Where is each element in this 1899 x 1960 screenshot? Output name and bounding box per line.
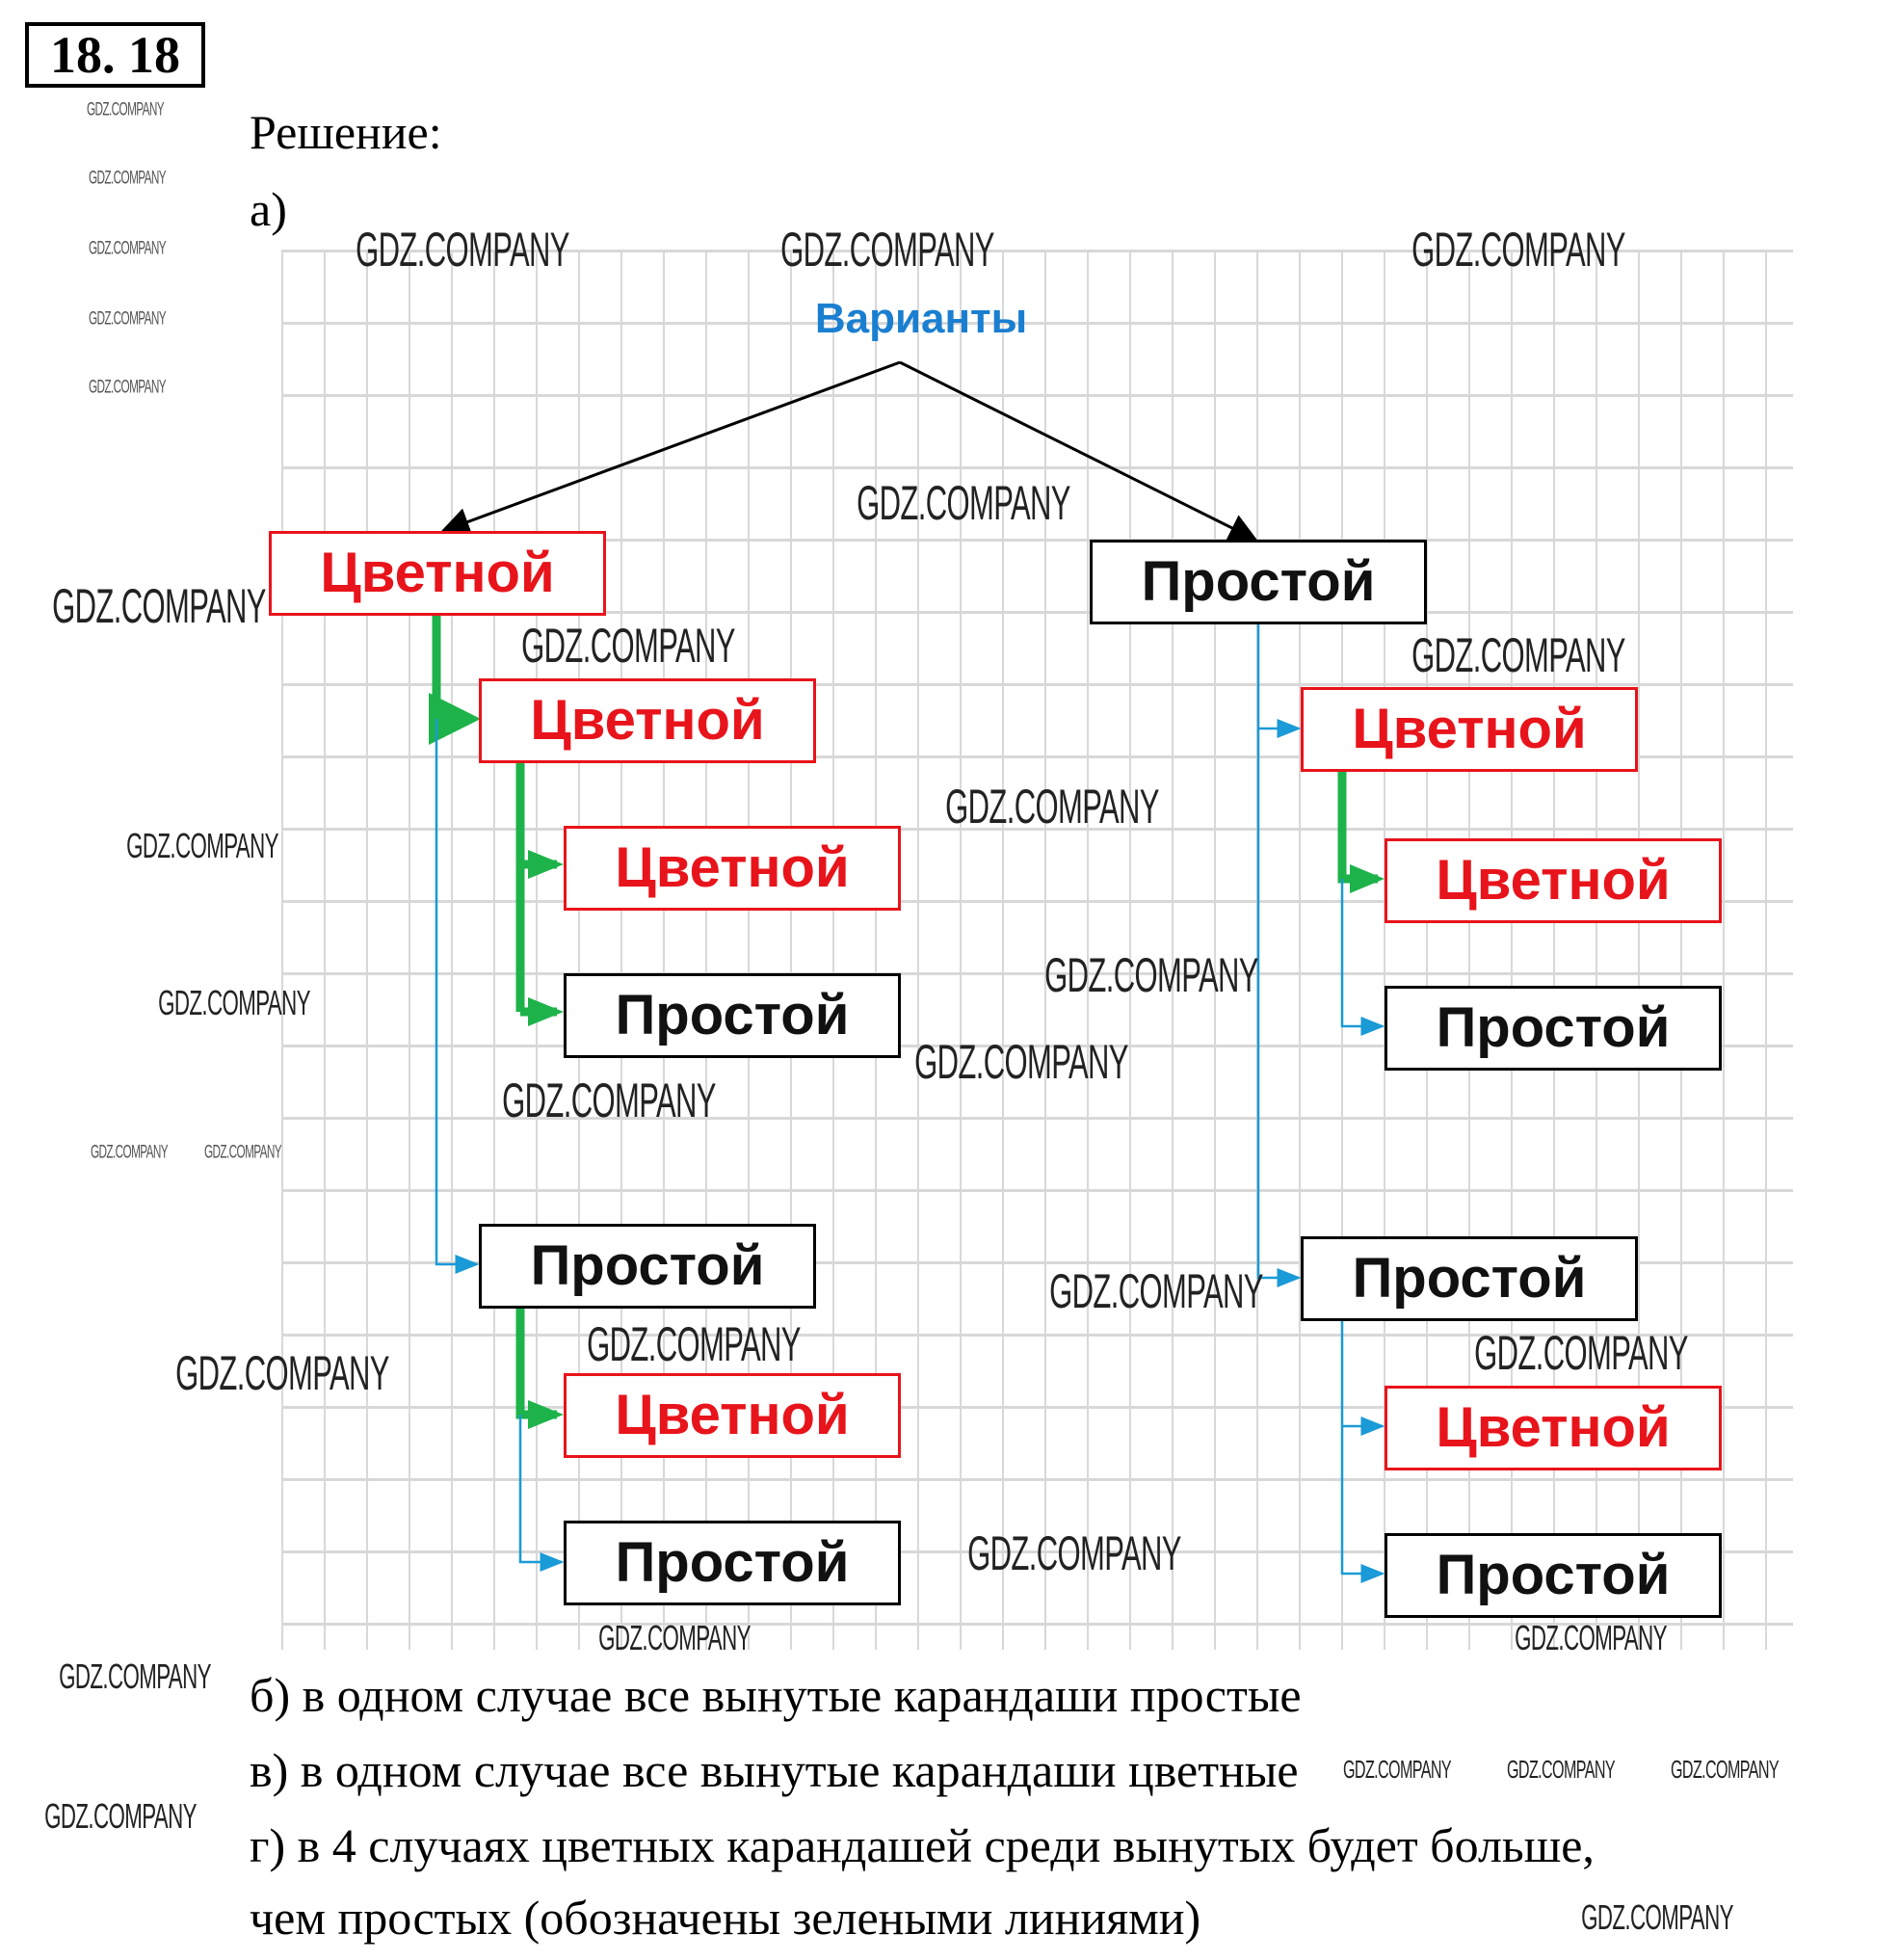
watermark: GDZ.COMPANY xyxy=(587,1317,801,1371)
node-colored-1: Цветной xyxy=(269,531,606,616)
node-css: Простой xyxy=(564,1521,901,1605)
green-arrowheads xyxy=(528,850,1385,1429)
watermark: GDZ.COMPANY xyxy=(1671,1755,1780,1784)
node-ccc: Цветной xyxy=(564,826,901,911)
problem-number: 18. 18 xyxy=(25,22,205,88)
watermark: GDZ.COMPANY xyxy=(1049,1264,1263,1318)
watermark: GDZ.COMPANY xyxy=(86,99,165,120)
watermark: GDZ.COMPANY xyxy=(1581,1897,1733,1937)
watermark: GDZ.COMPANY xyxy=(780,223,994,277)
node-csc: Цветной xyxy=(564,1373,901,1458)
watermark: GDZ.COMPANY xyxy=(502,1073,716,1127)
solution-label: Решение: xyxy=(250,105,442,159)
answer-g: г) в 4 случаях цветных карандашей среди … xyxy=(250,1818,1595,1872)
root-label: Варианты xyxy=(814,295,1028,342)
node-simple-1: Простой xyxy=(1090,540,1427,624)
watermark: GDZ.COMPANY xyxy=(126,826,278,865)
watermark: GDZ.COMPANY xyxy=(175,1346,389,1400)
node-scc: Цветной xyxy=(1385,838,1722,923)
watermark: GDZ.COMPANY xyxy=(1044,948,1258,1002)
watermark: GDZ.COMPANY xyxy=(521,619,735,673)
blue-connectors xyxy=(435,623,1385,1583)
watermark: GDZ.COMPANY xyxy=(1411,223,1625,277)
watermark: GDZ.COMPANY xyxy=(967,1526,1181,1580)
watermark: GDZ.COMPANY xyxy=(203,1142,282,1163)
root-arrows xyxy=(440,360,1258,542)
answer-b: б) в одном случае все вынутые карандаши … xyxy=(250,1668,1302,1722)
node-simple-colored: Цветной xyxy=(1301,687,1638,772)
watermark: GDZ.COMPANY xyxy=(945,780,1159,834)
watermark: GDZ.COMPANY xyxy=(88,238,167,259)
watermark: GDZ.COMPANY xyxy=(52,579,266,633)
watermark: GDZ.COMPANY xyxy=(598,1618,751,1657)
watermark: GDZ.COMPANY xyxy=(857,476,1070,530)
watermark: GDZ.COMPANY xyxy=(59,1656,211,1696)
watermark: GDZ.COMPANY xyxy=(356,223,569,277)
watermark: GDZ.COMPANY xyxy=(158,983,310,1022)
watermark: GDZ.COMPANY xyxy=(88,168,167,189)
part-a-label: а) xyxy=(250,182,287,236)
node-simple-simple: Простой xyxy=(1301,1236,1638,1321)
answer-v: в) в одном случае все вынутые карандаши … xyxy=(250,1743,1299,1797)
watermark: GDZ.COMPANY xyxy=(1515,1618,1667,1657)
watermark: GDZ.COMPANY xyxy=(44,1796,197,1836)
node-colored-simple: Простой xyxy=(479,1224,816,1309)
node-ccs: Простой xyxy=(564,973,901,1058)
watermark: GDZ.COMPANY xyxy=(88,377,167,398)
watermark: GDZ.COMPANY xyxy=(90,1142,169,1163)
watermark: GDZ.COMPANY xyxy=(1507,1755,1616,1784)
node-ssc: Цветной xyxy=(1385,1386,1722,1470)
answer-g-continued: чем простых (обозначены зелеными линиями… xyxy=(250,1891,1201,1945)
watermark: GDZ.COMPANY xyxy=(1474,1326,1688,1380)
node-sss: Простой xyxy=(1385,1533,1722,1618)
node-colored-colored: Цветной xyxy=(479,678,816,763)
watermark: GDZ.COMPANY xyxy=(1343,1755,1452,1784)
watermark: GDZ.COMPANY xyxy=(914,1035,1128,1089)
watermark: GDZ.COMPANY xyxy=(88,308,167,330)
watermark: GDZ.COMPANY xyxy=(1411,628,1625,682)
node-scs: Простой xyxy=(1385,986,1722,1071)
